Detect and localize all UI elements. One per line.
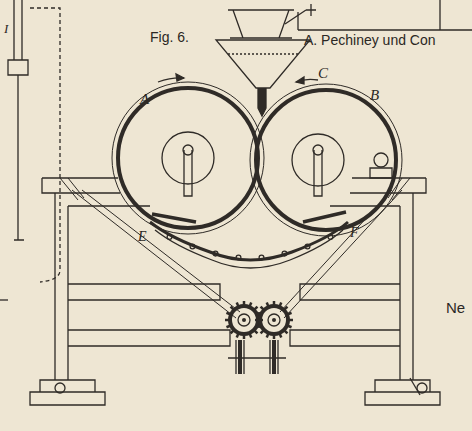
partial-apparatus [8, 0, 28, 240]
scraper-f [303, 212, 346, 222]
bearing-block [370, 168, 392, 178]
part-letter: B [370, 88, 379, 103]
trough-outer [155, 230, 343, 268]
drum-a-hub [162, 132, 214, 184]
maker-name: A. Pechiney und Con [304, 33, 436, 47]
drum-a [118, 88, 258, 228]
hopper-valve [285, 4, 316, 24]
hopper-top [228, 10, 294, 38]
tie-rod [410, 378, 420, 395]
gear-pedestal [228, 340, 286, 374]
part-letter: C [318, 66, 328, 81]
part-letter: F [350, 226, 359, 240]
drum-a-bearing [184, 150, 192, 196]
edge-mark [0, 299, 8, 300]
drum-b-outer [250, 84, 402, 236]
drum-b-axle [313, 145, 323, 155]
drum-b-hub [292, 134, 344, 186]
frame-crossbar [68, 284, 400, 300]
gear-wheel [225, 301, 263, 339]
foot-bolt [55, 383, 65, 393]
trough-hole [190, 244, 195, 249]
trough-hole [282, 251, 287, 256]
frame-top [42, 178, 426, 193]
frame-feet [30, 380, 440, 405]
drum-b-bearing [314, 150, 322, 196]
drum-a-axle [183, 145, 193, 155]
trough-hole [236, 255, 241, 260]
trough-holes [167, 235, 333, 260]
drum-a-outer [112, 82, 264, 234]
part-letter: E [138, 230, 147, 244]
trough-hole [305, 244, 310, 249]
frame-hatch [60, 178, 410, 200]
trough-hole [259, 255, 264, 260]
cut-off-text: Ne [446, 300, 465, 315]
hopper-fill [228, 53, 298, 54]
trough-hole [213, 251, 218, 256]
figure-title: Fig. 6. [150, 30, 189, 44]
drum-b [256, 90, 396, 230]
figure-ref: I [4, 22, 8, 35]
hopper-spout [258, 88, 266, 116]
part-letter: A [140, 92, 149, 107]
gears [225, 301, 293, 339]
trough-hole [167, 235, 172, 240]
border-line [298, 0, 472, 30]
bearing-cap [374, 153, 388, 167]
hopper [216, 40, 310, 88]
gear-wheel [255, 301, 293, 339]
